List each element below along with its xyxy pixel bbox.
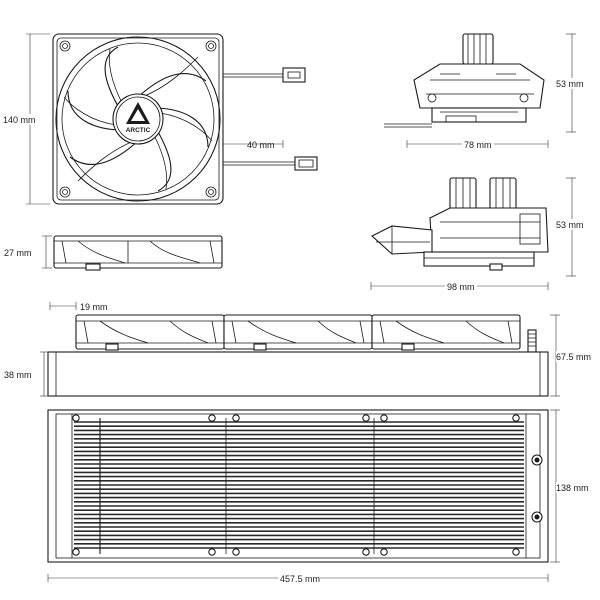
svg-text:457.5 mm: 457.5 mm [280, 574, 320, 584]
dim-fan-thickness: 27 mm [3, 235, 52, 269]
svg-text:40 mm: 40 mm [247, 140, 275, 150]
radiator-fins [74, 421, 524, 549]
svg-text:27 mm: 27 mm [4, 248, 32, 258]
svg-text:140 mm: 140 mm [3, 115, 36, 125]
dim-pump-height-front: 53 mm [554, 33, 600, 133]
fan-front-view: ARCTIC 40 mm 140 mm [3, 33, 318, 205]
dim-radiator-width: 138 mm [550, 409, 600, 563]
svg-text:53 mm: 53 mm [556, 220, 584, 230]
dim-pump-depth: 98 mm [370, 281, 549, 292]
svg-text:53 mm: 53 mm [556, 79, 584, 89]
fan-cables [223, 67, 318, 171]
svg-text:19 mm: 19 mm [80, 302, 108, 312]
dim-fan-offset: 19 mm [49, 302, 108, 312]
pump-front-view: 53 mm 78 mm [384, 33, 600, 150]
svg-text:38 mm: 38 mm [4, 370, 32, 380]
dim-fan-height: 140 mm [3, 33, 50, 205]
fan-mount-holes [59, 40, 217, 198]
fan-side-view: 27 mm [3, 235, 223, 271]
brand-logo-text: ARCTIC [126, 127, 151, 134]
fan-blades [63, 46, 213, 192]
dim-pump-width: 78 mm [406, 139, 549, 150]
radiator-screw-holes [72, 414, 520, 556]
dim-radiator-thickness: 38 mm [3, 351, 50, 397]
dim-radiator-length: 457.5 mm [47, 573, 549, 584]
svg-text:78 mm: 78 mm [464, 140, 492, 150]
svg-text:67.5 mm: 67.5 mm [556, 352, 591, 362]
dim-cable-length: 40 mm [223, 140, 284, 150]
radiator-fans-side [75, 314, 521, 351]
svg-text:138 mm: 138 mm [556, 483, 589, 493]
radiator-side-view: 19 mm 38 mm 67.5 mm [3, 302, 600, 397]
dim-pump-height-side: 53 mm [554, 177, 600, 277]
svg-text:98 mm: 98 mm [447, 282, 475, 292]
pump-side-view: 53 mm 98 mm [370, 177, 600, 292]
dim-total-thickness: 67.5 mm [550, 314, 600, 397]
radiator-top-view: 138 mm 457.5 mm [47, 409, 600, 584]
